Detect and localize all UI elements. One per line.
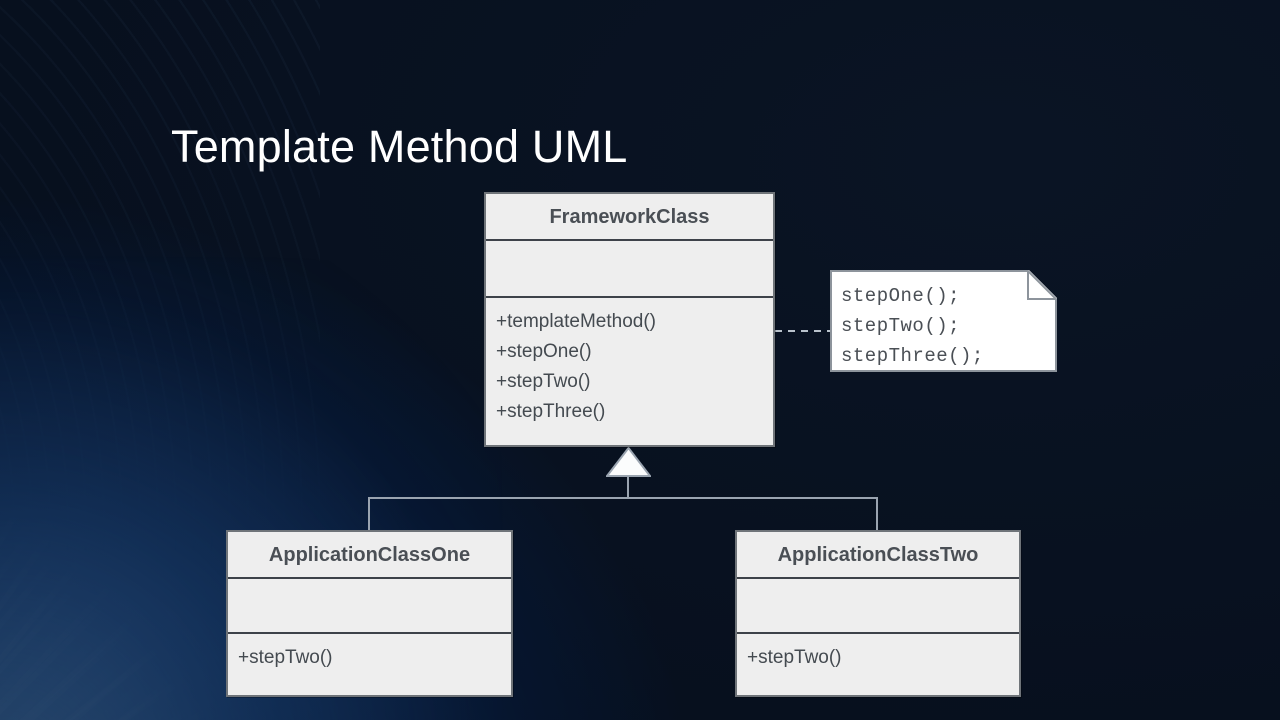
uml-note-template-method[interactable]: stepOne(); stepTwo(); stepThree(); bbox=[830, 270, 1057, 372]
note-outline-with-folded-corner bbox=[830, 270, 1057, 372]
class-operations-application-class-one: +stepTwo() bbox=[228, 634, 511, 681]
uml-class-framework-class[interactable]: FrameworkClass +templateMethod() +stepOn… bbox=[484, 192, 775, 447]
generalization-leg-left bbox=[368, 497, 370, 531]
operation-item: +stepTwo() bbox=[496, 371, 591, 392]
uml-class-application-class-one[interactable]: ApplicationClassOne +stepTwo() bbox=[226, 530, 513, 697]
operation-item: +stepTwo() bbox=[747, 647, 842, 668]
class-operations-framework-class: +templateMethod() +stepOne() +stepTwo() … bbox=[486, 298, 773, 435]
note-line: stepOne(); bbox=[841, 285, 961, 307]
operation-item: +stepThree() bbox=[496, 401, 606, 422]
class-name-application-class-two: ApplicationClassTwo bbox=[737, 532, 1019, 579]
operation-item: +stepTwo() bbox=[238, 647, 333, 668]
note-line: stepThree(); bbox=[841, 345, 984, 367]
class-attributes-framework-class bbox=[486, 241, 773, 298]
note-background bbox=[830, 270, 1057, 372]
class-operations-application-class-two: +stepTwo() bbox=[737, 634, 1019, 681]
note-line: stepTwo(); bbox=[841, 315, 961, 337]
generalization-stem bbox=[627, 474, 629, 498]
uml-class-application-class-two[interactable]: ApplicationClassTwo +stepTwo() bbox=[735, 530, 1021, 697]
operation-item: +templateMethod() bbox=[496, 311, 656, 332]
operation-item: +stepOne() bbox=[496, 341, 592, 362]
class-attributes-application-class-one bbox=[228, 579, 511, 634]
generalization-bus-line bbox=[368, 497, 878, 499]
inheritance-arrow-icon bbox=[604, 446, 653, 477]
generalization-leg-right bbox=[876, 497, 878, 531]
note-anchor-dashed-line bbox=[775, 330, 831, 332]
class-name-framework-class: FrameworkClass bbox=[486, 194, 773, 241]
class-attributes-application-class-two bbox=[737, 579, 1019, 634]
page-title: Template Method UML bbox=[171, 121, 628, 172]
class-name-application-class-one: ApplicationClassOne bbox=[228, 532, 511, 579]
note-text-block: stepOne(); stepTwo(); stepThree(); bbox=[841, 281, 984, 371]
